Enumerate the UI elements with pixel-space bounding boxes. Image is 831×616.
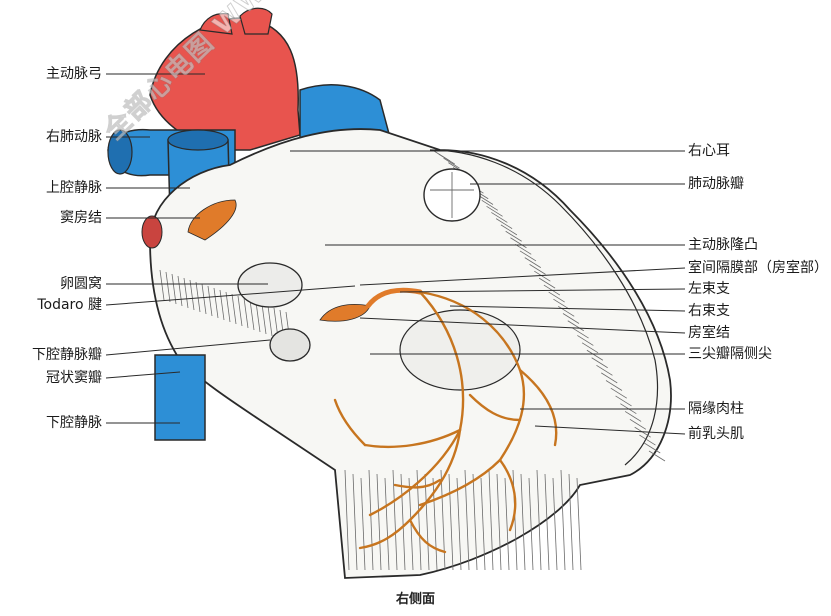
label-right-auricle: 右心耳 [688,143,730,159]
aortic-branches [199,7,273,35]
label-left-bundle-branch: 左束支 [688,281,730,297]
label-inferior-vena-cava: 下腔静脉 [46,415,102,431]
right-atrial-vessel [141,215,163,249]
conduction-network [333,290,558,554]
label-right-pulmonary-artery: 右肺动脉 [46,129,102,145]
label-leader-lines [105,73,686,435]
tricuspid-valve-region [399,309,521,391]
coronary-sinus-opening [269,328,311,362]
label-right-bundle-branch: 右束支 [688,303,730,319]
fossa-ovalis [237,262,303,308]
label-anterior-papillary-muscle: 前乳头肌 [688,426,744,442]
his-bundle [365,287,423,309]
label-membranous-septum: 室间隔膜部（房室部） [688,260,828,276]
inferior-vena-cava [154,354,206,441]
label-coronary-sinus-valve: 冠状窦瓣 [46,370,102,386]
label-av-node: 房室结 [688,325,730,341]
label-superior-vena-cava: 上腔静脉 [46,180,102,196]
label-sinoatrial-node: 窦房结 [60,210,102,226]
label-fossa-ovalis: 卵圆窝 [60,276,102,292]
label-septomarginal-trabecula: 隔缘肉柱 [688,401,744,417]
label-pulmonary-valve: 肺动脉瓣 [688,176,744,192]
label-tricuspid-septal-cusp: 三尖瓣隔侧尖 [688,346,772,362]
right-ventricle-wall [429,149,659,466]
label-ivc-valve: 下腔静脉瓣 [32,347,102,363]
label-aortic-eminence: 主动脉隆凸 [688,237,758,253]
label-tendon-of-todaro: Todaro 腱 [37,297,102,313]
label-aortic-arch: 主动脉弓 [46,66,102,82]
figure-caption: 右侧面 [395,592,435,607]
